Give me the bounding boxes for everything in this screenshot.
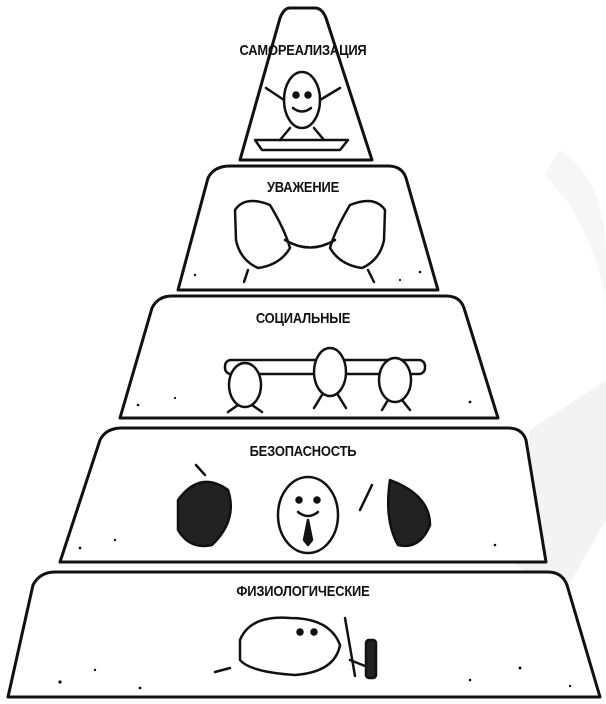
level-label-esteem: УВАЖЕНИЕ <box>42 179 563 196</box>
background-watermark-arc <box>545 150 606 300</box>
level-label-self-actualization: САМОРЕАЛИЗАЦИЯ <box>42 42 563 59</box>
level-label-safety: БЕЗОПАСНОСТЬ <box>42 443 563 460</box>
level-label-social: СОЦИАЛЬНЫЕ <box>42 310 563 327</box>
level-label-physiological: ФИЗИОЛОГИЧЕСКИЕ <box>42 583 563 600</box>
